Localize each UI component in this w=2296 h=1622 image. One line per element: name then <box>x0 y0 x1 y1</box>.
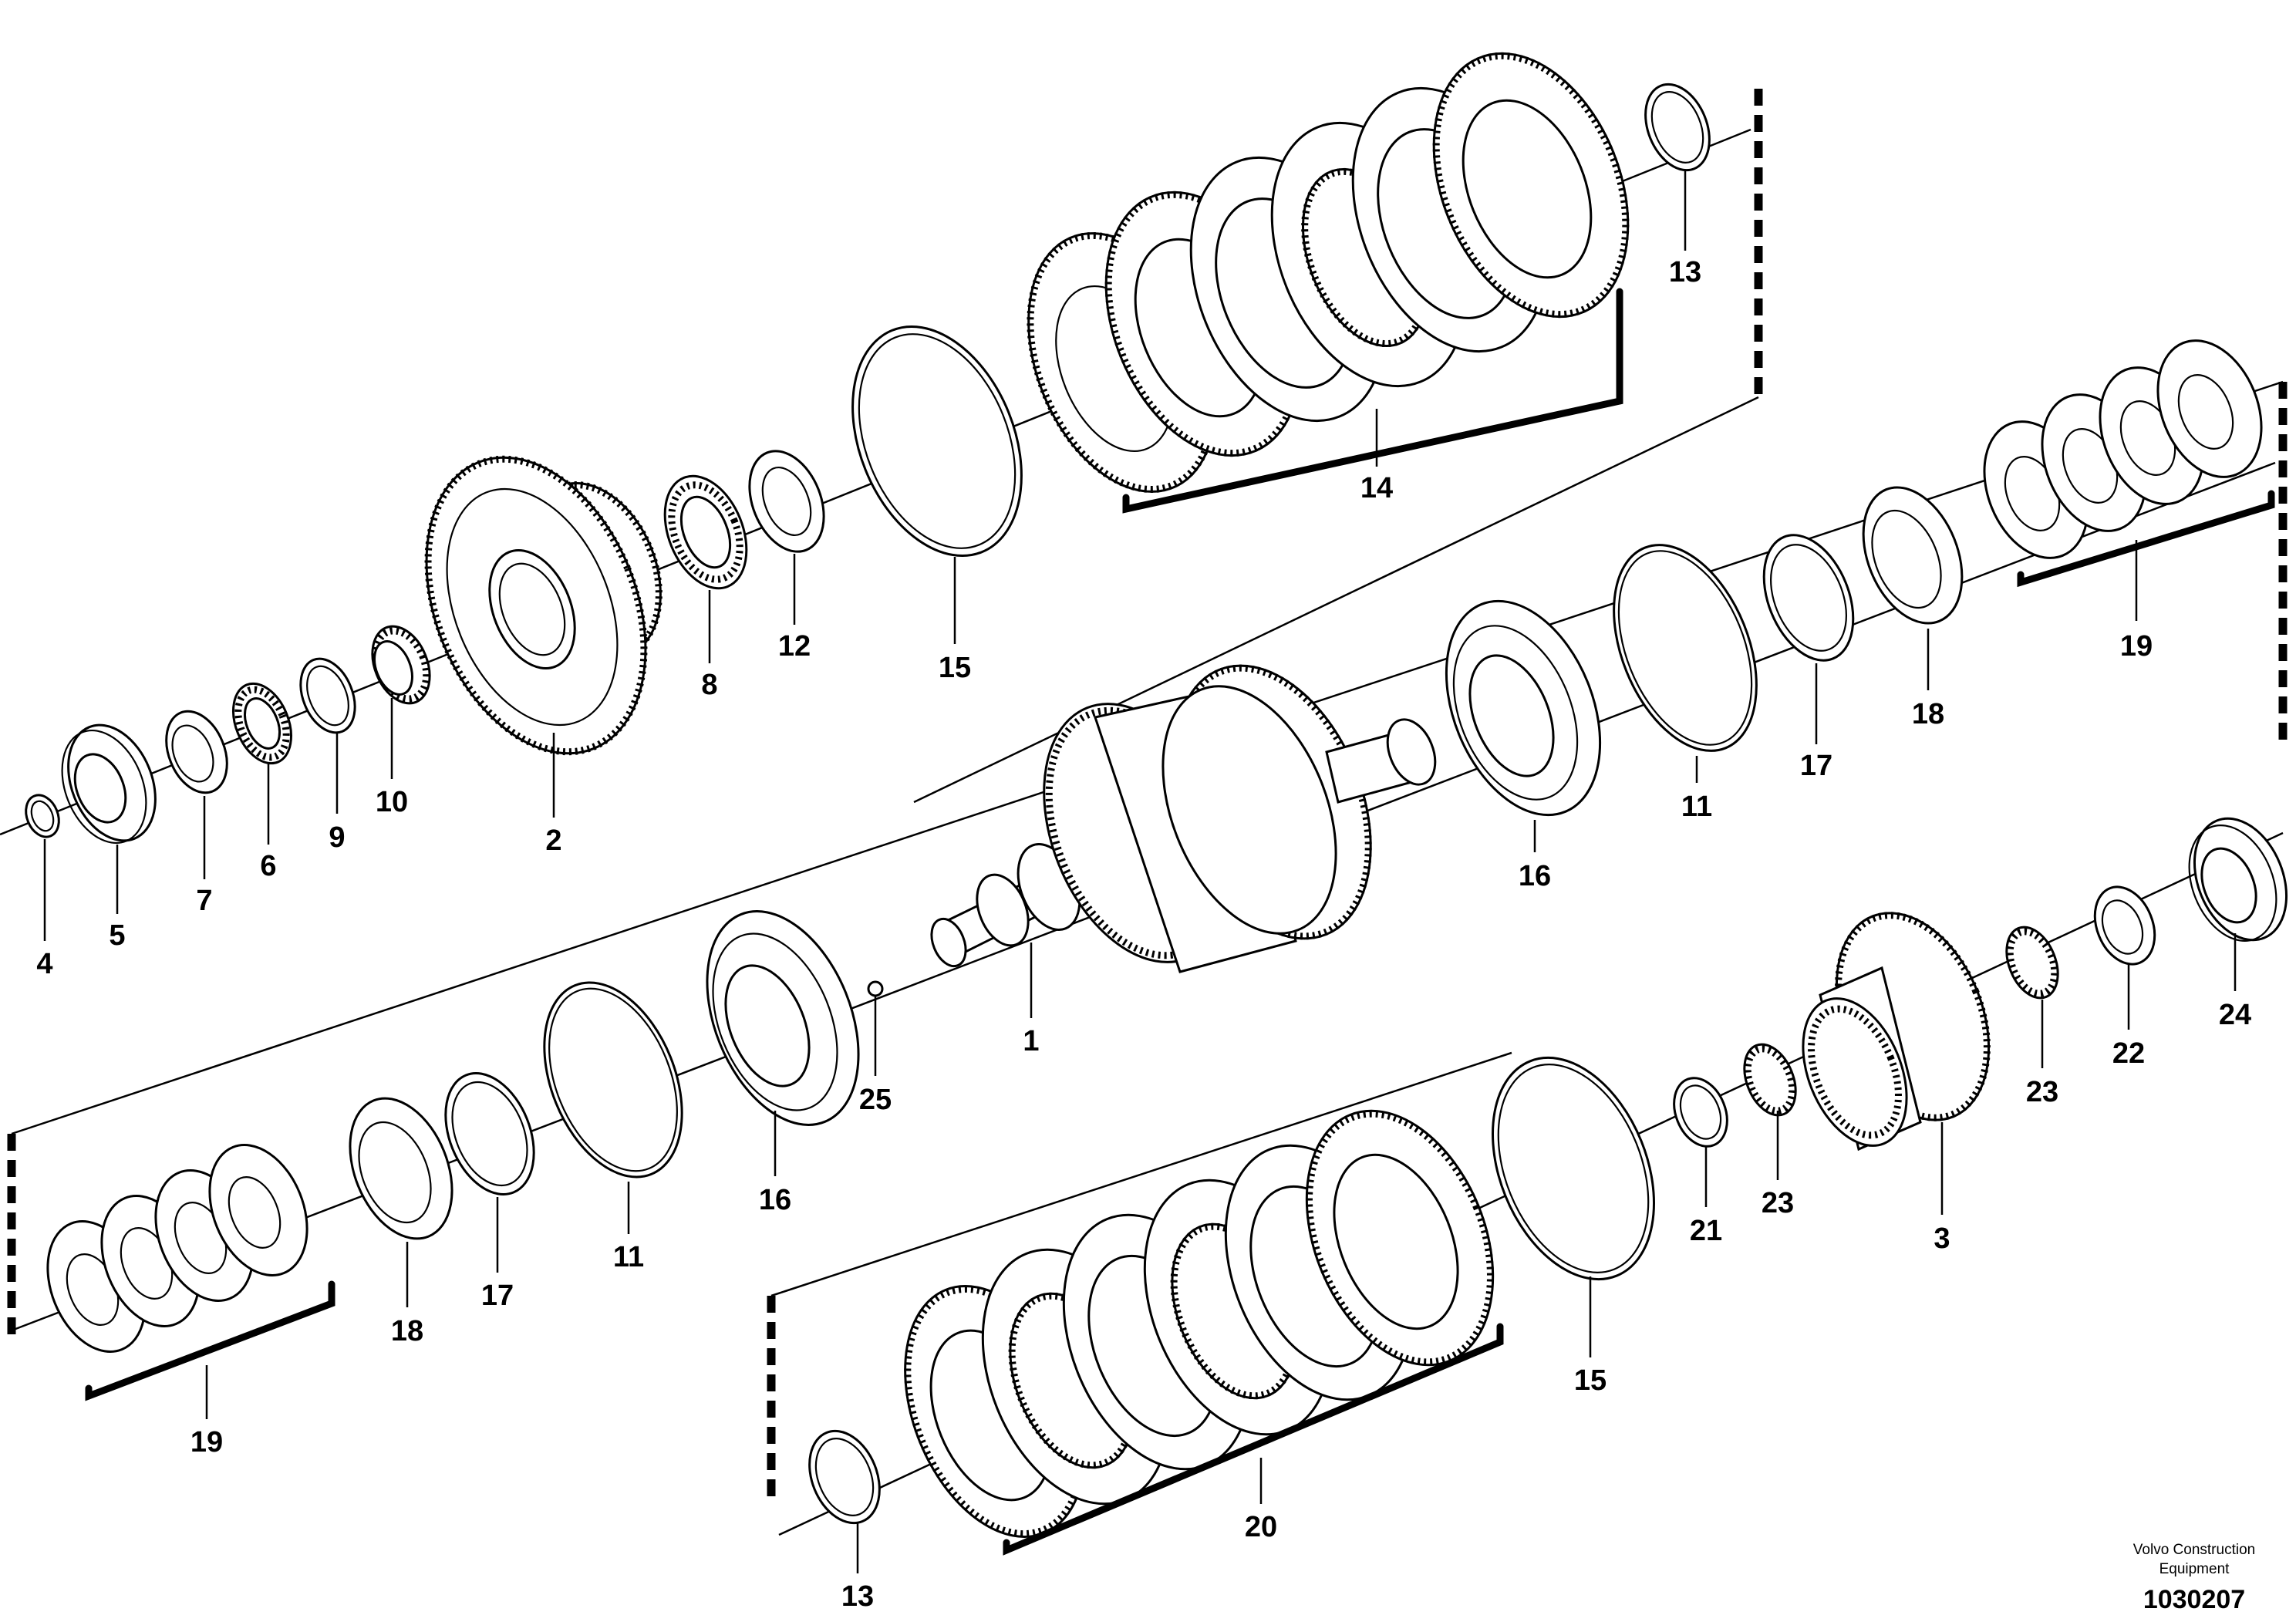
callout-6: 6 <box>260 850 276 882</box>
callout-20: 20 <box>1245 1511 1277 1543</box>
part-21-ring <box>1673 1077 1728 1148</box>
callout-23-lower: 23 <box>1762 1187 1794 1219</box>
callout-15-top: 15 <box>939 652 971 684</box>
part-11-left <box>543 981 683 1179</box>
callout-labels: 4 5 7 6 9 10 2 8 12 15 14 13 19 18 17 11… <box>36 256 2251 1613</box>
callout-12: 12 <box>778 630 811 663</box>
part-13-snap-ring-bottom <box>808 1429 881 1525</box>
callout-18-left: 18 <box>391 1315 423 1347</box>
callout-19-left: 19 <box>190 1426 223 1458</box>
part-15-seal-ring-bottom <box>1492 1056 1655 1281</box>
callout-5: 5 <box>109 919 125 952</box>
brackets <box>85 288 2275 1556</box>
callout-18-right: 18 <box>1912 698 1944 730</box>
part-14-clutch-pack <box>1027 52 1630 494</box>
callout-22: 22 <box>2112 1037 2145 1070</box>
part-16-piston-left <box>706 910 860 1126</box>
footer-branding: Volvo Construction Equipment 1030207 <box>2133 1542 2255 1614</box>
part-19-disc-pack-left <box>46 1144 308 1353</box>
part-7-ring <box>165 710 228 794</box>
callout-8: 8 <box>701 669 717 701</box>
part-12-washer <box>748 450 825 553</box>
callout-19-right: 19 <box>2120 630 2153 663</box>
callout-15-bottom: 15 <box>1574 1364 1607 1397</box>
part-15-seal-ring-top <box>851 325 1023 558</box>
part-9-washer <box>299 657 356 734</box>
callout-13-top: 13 <box>1669 256 1701 288</box>
part-19-disc-pack-right <box>1983 339 2263 559</box>
callout-16-right: 16 <box>1519 860 1551 892</box>
callout-1: 1 <box>1023 1025 1039 1057</box>
callout-7: 7 <box>196 885 212 917</box>
part-18-right <box>1862 486 1964 625</box>
brand-line-2: Equipment <box>2159 1561 2230 1577</box>
callout-11-left: 11 <box>613 1241 644 1273</box>
part-16-piston-right <box>1445 599 1602 817</box>
part-4-ring <box>25 794 60 838</box>
lower-shaft-parts <box>808 817 2288 1538</box>
part-13-snap-ring-top <box>1644 83 1711 172</box>
callout-3: 3 <box>1934 1222 1950 1255</box>
part-22-ring <box>2093 885 2156 966</box>
part-2-gear <box>424 455 663 756</box>
part-3-gear <box>1802 912 1991 1152</box>
part-11-right <box>1613 544 1758 752</box>
part-17-right <box>1762 534 1855 662</box>
callout-17-right: 17 <box>1800 750 1832 782</box>
callout-4: 4 <box>36 948 52 980</box>
callout-9: 9 <box>329 821 345 854</box>
callout-24: 24 <box>2219 999 2251 1031</box>
callout-2: 2 <box>545 824 561 857</box>
drawing-number: 1030207 <box>2143 1585 2245 1614</box>
callout-14: 14 <box>1360 472 1393 504</box>
part-25-pin <box>867 980 884 997</box>
middle-shaft-parts <box>46 339 2263 1353</box>
part-1-shaft-assembly <box>930 664 1437 973</box>
callout-13-bottom: 13 <box>841 1580 874 1613</box>
leader-lines <box>43 171 2237 1573</box>
callout-23-upper: 23 <box>2026 1076 2058 1108</box>
upper-shaft-parts <box>25 52 1711 845</box>
callout-21: 21 <box>1690 1215 1722 1247</box>
callout-10: 10 <box>376 786 408 818</box>
callout-17-left: 17 <box>481 1280 514 1312</box>
part-20-clutch-pack <box>904 1109 1495 1538</box>
callout-11-right: 11 <box>1681 791 1712 823</box>
brand-line-1: Volvo Construction <box>2133 1542 2255 1558</box>
callout-25: 25 <box>859 1084 892 1116</box>
callout-16-left: 16 <box>759 1184 791 1216</box>
